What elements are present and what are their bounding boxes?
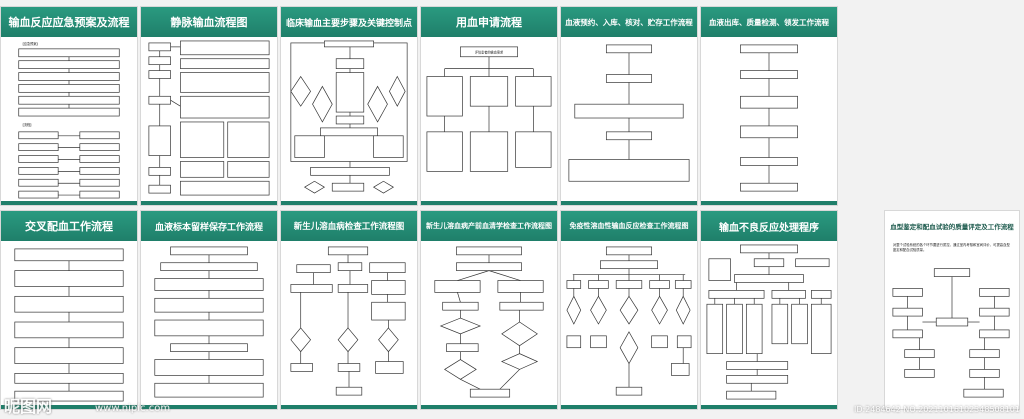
panel-5: 血液预约、入库、核对、贮存工作流程 — [560, 6, 698, 206]
title-text: 血型鉴定和配血试验的质量评定及工作流程 — [890, 223, 1014, 231]
panel-title: 新生儿溶血病产前血清学检查工作流程图 — [421, 211, 557, 241]
panel-title: 血液标本留样保存工作流程 — [141, 211, 277, 241]
title-text: 输血不良反应处理程序 — [719, 222, 819, 234]
panel-11: 免疫性溶血性输血反应检查工作流程图 — [560, 210, 698, 410]
panel-7: 交叉配血工作流程 — [0, 210, 138, 410]
footer-bar — [561, 201, 697, 205]
title-text: 血液预约、入库、核对、贮存工作流程 — [565, 17, 693, 27]
flowchart: 【应急预案】 【流程】 — [1, 37, 137, 201]
panel-4: 用血申请流程 评估患者的输血需求 — [420, 6, 558, 206]
p4-top-text: 评估患者的输血需求 — [475, 49, 504, 54]
panel-title: 血液出库、质量检测、领发工作流程 — [701, 7, 837, 37]
title-text: 免疫性溶血性输血反应检查工作流程图 — [569, 222, 689, 230]
title-text: 新生儿溶血病产前血清学检查工作流程图 — [426, 222, 552, 230]
title-text: 血液标本留样保存工作流程 — [154, 222, 263, 233]
flowchart — [701, 241, 837, 405]
panel-9: 新生儿溶血病检查工作流程图 — [280, 210, 418, 410]
footer-bar — [1, 201, 137, 205]
panel-3: 临床输血主要步骤及关键控制点 — [280, 6, 418, 206]
panel-2: 静脉输血流程图 — [140, 6, 278, 206]
panel-title: 输血不良反应处理程序 — [701, 211, 837, 241]
footer-bar — [281, 201, 417, 205]
flowchart — [561, 241, 697, 405]
title-text: 血液出库、质量检测、领发工作流程 — [709, 17, 829, 27]
footer-bar — [701, 201, 837, 205]
footer-bar — [421, 201, 557, 205]
watermark-url: www.nipic.com — [95, 403, 171, 414]
title-text: 临床输血主要步骤及关键控制点 — [285, 18, 412, 29]
panel-title: 临床输血主要步骤及关键控制点 — [281, 7, 417, 37]
flowchart — [561, 37, 697, 201]
footer-bar — [141, 405, 277, 409]
flowchart — [701, 37, 837, 201]
panel-title: 静脉输血流程图 — [141, 7, 277, 37]
flowchart: 评估患者的输血需求 — [421, 37, 557, 201]
title-text: 用血申请流程 — [456, 16, 522, 29]
intro-text: 对整个试验系统的各个环节要进行质控，通过室内考核和室间评价，可提高血型鉴定和配血… — [892, 242, 1010, 252]
title-text: 输血反应应急预案及流程 — [8, 16, 130, 29]
panel-8: 血液标本留样保存工作流程 — [140, 210, 278, 410]
footer-bar — [421, 405, 557, 409]
panel-title: 新生儿溶血病检查工作流程图 — [281, 211, 417, 241]
flowchart — [281, 37, 417, 201]
watermark-logo: 昵图网 — [4, 397, 53, 416]
footer-bar — [1, 405, 137, 409]
watermark-id: ID:2484642 NO:20211016102348508101 — [853, 405, 1020, 414]
flowchart — [281, 241, 417, 405]
label-plan: 【应急预案】 — [21, 41, 40, 46]
panel-10: 新生儿溶血病产前血清学检查工作流程图 — [420, 210, 558, 410]
title-text: 静脉输血流程图 — [170, 16, 248, 29]
flowchart — [1, 241, 137, 405]
panel-title: 用血申请流程 — [421, 7, 557, 37]
flowchart — [421, 241, 557, 405]
flowchart — [141, 241, 277, 405]
panel-title: 交叉配血工作流程 — [1, 211, 137, 241]
panel-6: 血液出库、质量检测、领发工作流程 — [700, 6, 838, 206]
label-flow: 【流程】 — [21, 122, 34, 127]
title-text: 新生儿溶血病检查工作流程图 — [293, 222, 405, 232]
footer-bar — [701, 405, 837, 409]
panel-12: 输血不良反应处理程序 — [700, 210, 838, 410]
footer-bar — [141, 201, 277, 205]
footer-bar — [281, 405, 417, 409]
panel-title: 输血反应应急预案及流程 — [1, 7, 137, 37]
panel-1: 输血反应应急预案及流程 【应急预案】 【流程】 — [0, 6, 138, 206]
panel-13: 血型鉴定和配血试验的质量评定及工作流程 对整个试验系统的各个环节要进行质控，通过… — [884, 210, 1020, 410]
panel-title: 血液预约、入库、核对、贮存工作流程 — [561, 7, 697, 37]
title-text: 交叉配血工作流程 — [25, 220, 113, 233]
footer-bar — [561, 405, 697, 409]
panel-title: 血型鉴定和配血试验的质量评定及工作流程 — [885, 211, 1019, 241]
flowchart — [141, 37, 277, 201]
panel-title: 免疫性溶血性输血反应检查工作流程图 — [561, 211, 697, 241]
flowchart: 对整个试验系统的各个环节要进行质控，通过室内考核和室间评价，可提高血型鉴定和配血… — [885, 241, 1019, 405]
